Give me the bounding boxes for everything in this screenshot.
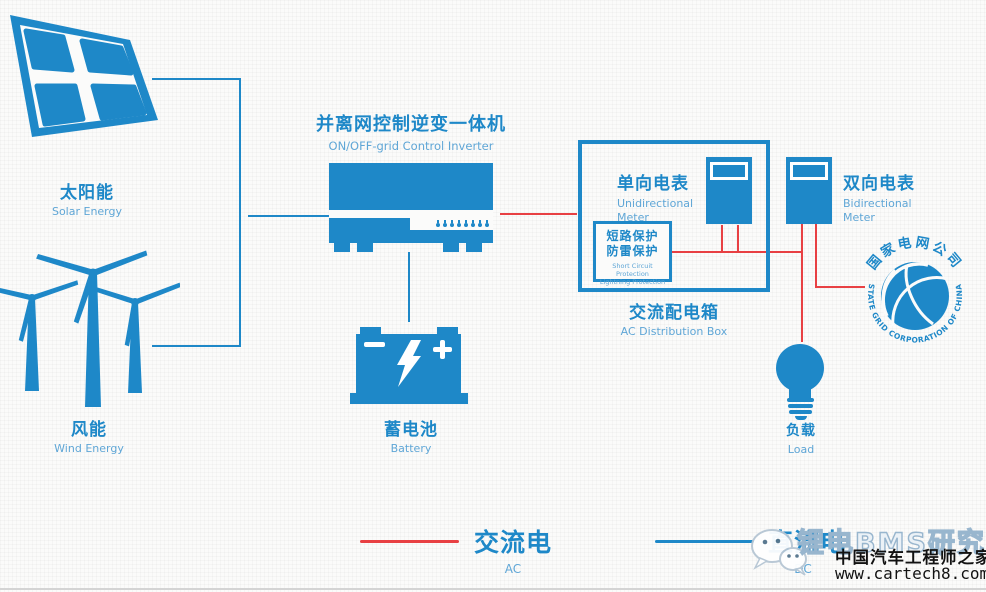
watermark: 锂电BMS研究 中国汽车工程师之家 www.cartech8.com	[745, 515, 986, 590]
unidirectional-meter-label: 单向电表 Unidirectional Meter	[617, 169, 713, 225]
legend-ac-sub: AC	[504, 562, 522, 576]
light-bulb-icon	[776, 344, 824, 392]
battery-base	[350, 393, 468, 404]
unidirectional-meter-icon	[706, 157, 752, 224]
wire-bimeter-to-load	[801, 224, 803, 342]
wire-battery-link	[408, 252, 410, 322]
wire-inverter-in	[248, 215, 330, 217]
inverter-foot	[357, 243, 373, 252]
lightning-bolt-icon	[397, 340, 421, 387]
legend-dc-line	[655, 540, 754, 543]
load-label: 负载 Load	[760, 421, 842, 457]
battery-icon	[356, 334, 461, 393]
bidirectional-meter-label: 双向电表 Bidirectional Meter	[843, 169, 939, 225]
bi-meter-sub2: Meter	[843, 211, 875, 224]
ac-box-label: 交流配电箱 AC Distribution Box	[572, 303, 776, 339]
inverter-terminal-panel	[410, 210, 493, 230]
battery-subtitle: Battery	[390, 442, 432, 455]
wire-inverter-acbox	[500, 213, 577, 215]
inverter-foot	[466, 243, 482, 252]
inverter-label: 并离网控制逆变一体机 ON/OFF-grid Control Inverter	[305, 110, 517, 153]
inverter-terminals	[436, 220, 489, 227]
wire-bimeter-to-grid-h	[815, 286, 865, 288]
uni-meter-sub1: Unidirectional	[617, 197, 694, 210]
wind-title: 风能	[71, 420, 107, 440]
inverter-foot	[334, 243, 350, 252]
protection-box: 短路保护 防雷保护 Short Circuit Protection Light…	[593, 221, 672, 286]
wire-bimeter-to-grid-v	[815, 224, 817, 287]
inverter-subtitle: ON/OFF-grid Control Inverter	[328, 139, 494, 153]
battery-terminal-neg	[360, 327, 381, 335]
state-grid-emblem-icon: 国家电网公司 STATE GRID CORPORATION OF CHINA	[864, 233, 963, 344]
protection-sub-1: Short Circuit Protection	[612, 262, 653, 278]
wire-unimeter-drop-1	[721, 225, 723, 252]
ac-box-title: 交流配电箱	[629, 303, 719, 323]
wechat-icon	[751, 529, 807, 576]
watermark-site-name: 中国汽车工程师之家	[835, 548, 986, 567]
bidirectional-meter-icon	[786, 157, 832, 224]
bi-meter-title: 双向电表	[843, 174, 915, 194]
load-title: 负载	[786, 423, 816, 439]
meter-display-window	[710, 162, 748, 180]
legend-ac-label: 交流电	[473, 528, 552, 557]
wind-label: 风能 Wind Energy	[29, 420, 149, 456]
watermark-brand: 锂电BMS研究	[796, 527, 986, 559]
load-subtitle: Load	[787, 443, 815, 456]
legend-ac-line	[360, 540, 459, 543]
ac-distribution-box	[578, 140, 770, 292]
wind-subtitle: Wind Energy	[54, 442, 124, 455]
ac-box-subtitle: AC Distribution Box	[620, 325, 728, 338]
inverter-title: 并离网控制逆变一体机	[316, 114, 506, 135]
wire-solar-out	[152, 78, 241, 80]
protection-title-1: 短路保护	[606, 229, 659, 243]
wind-turbines-icon	[0, 250, 180, 407]
uni-meter-title: 单向电表	[617, 174, 689, 194]
meter-display-window	[790, 162, 828, 180]
battery-minus-symbol	[364, 342, 385, 347]
bi-meter-sub1: Bidirectional	[843, 197, 912, 210]
solar-panel-icon	[10, 15, 158, 137]
battery-title: 蓄电池	[384, 420, 438, 440]
uni-meter-sub2: Meter	[617, 211, 649, 224]
battery-label: 蓄电池 Battery	[351, 420, 471, 456]
inverter-icon	[329, 163, 493, 243]
watermark-site-url: www.cartech8.com	[835, 564, 986, 583]
wire-dc-bus	[239, 78, 241, 347]
inverter-foot	[443, 243, 459, 252]
solar-title: 太阳能	[60, 183, 114, 203]
battery-terminal-pos	[437, 327, 458, 335]
wire-unimeter-drop-2	[737, 225, 739, 252]
protection-sub-2: Lightning Protection	[599, 278, 666, 286]
wire-acbox-bus	[672, 251, 803, 253]
solar-label: 太阳能 Solar Energy	[27, 183, 147, 219]
wire-wind-out	[152, 345, 241, 347]
protection-title-2: 防雷保护	[606, 244, 659, 258]
bottom-border	[0, 588, 986, 590]
solar-subtitle: Solar Energy	[51, 205, 123, 218]
